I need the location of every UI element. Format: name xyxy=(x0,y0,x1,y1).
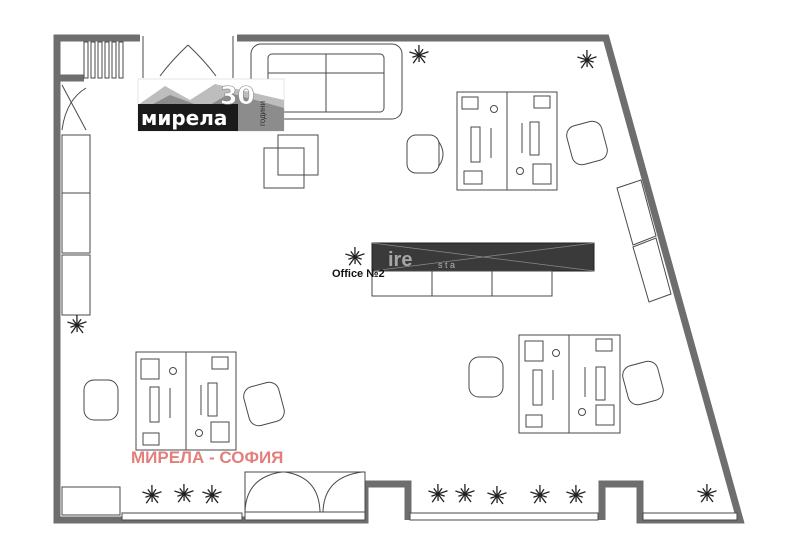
entry-door xyxy=(61,84,87,131)
window xyxy=(121,512,243,521)
bottom-doors xyxy=(244,471,366,521)
room-label: Office №2 xyxy=(332,268,385,280)
plant-icon xyxy=(142,484,162,504)
windows-south xyxy=(121,512,738,521)
plant-icon xyxy=(697,483,717,503)
plant-icon xyxy=(174,483,194,503)
window xyxy=(642,512,738,521)
plant-icon xyxy=(566,484,586,504)
window xyxy=(409,512,599,521)
plant-icon xyxy=(455,483,475,503)
cabinets-east xyxy=(616,179,672,303)
plant-icon xyxy=(428,483,448,503)
logo-number: 30 xyxy=(220,81,255,110)
central-counter: ire s t a xyxy=(371,242,595,297)
plant-icon xyxy=(409,44,429,64)
workstation-bottom-right xyxy=(468,334,664,434)
wall-east xyxy=(237,34,745,524)
plants xyxy=(67,44,717,505)
cabinet-south-west xyxy=(61,486,121,516)
workstation-bottom-left xyxy=(83,351,285,451)
watermark: МИРЕЛА - СОФИЯ xyxy=(131,448,283,467)
overlay-subtext: s t a xyxy=(438,260,455,270)
cabinets-west xyxy=(61,134,91,316)
workstation-top-right xyxy=(406,91,608,191)
overlay-text: ire xyxy=(388,249,412,271)
plant-icon xyxy=(345,246,365,266)
coffee-tables xyxy=(263,134,319,189)
plant-icon xyxy=(487,485,507,505)
logo-number-caption: години xyxy=(258,101,267,126)
plant-icon xyxy=(577,49,597,69)
plant-icon xyxy=(67,314,87,334)
plant-icon xyxy=(530,484,550,504)
plant-icon xyxy=(202,484,222,504)
logo-brand: мирела xyxy=(141,106,227,130)
logo: мирела 30 години xyxy=(137,78,285,132)
radiator xyxy=(83,41,124,79)
sofa xyxy=(250,43,403,120)
top-door xyxy=(142,36,234,78)
